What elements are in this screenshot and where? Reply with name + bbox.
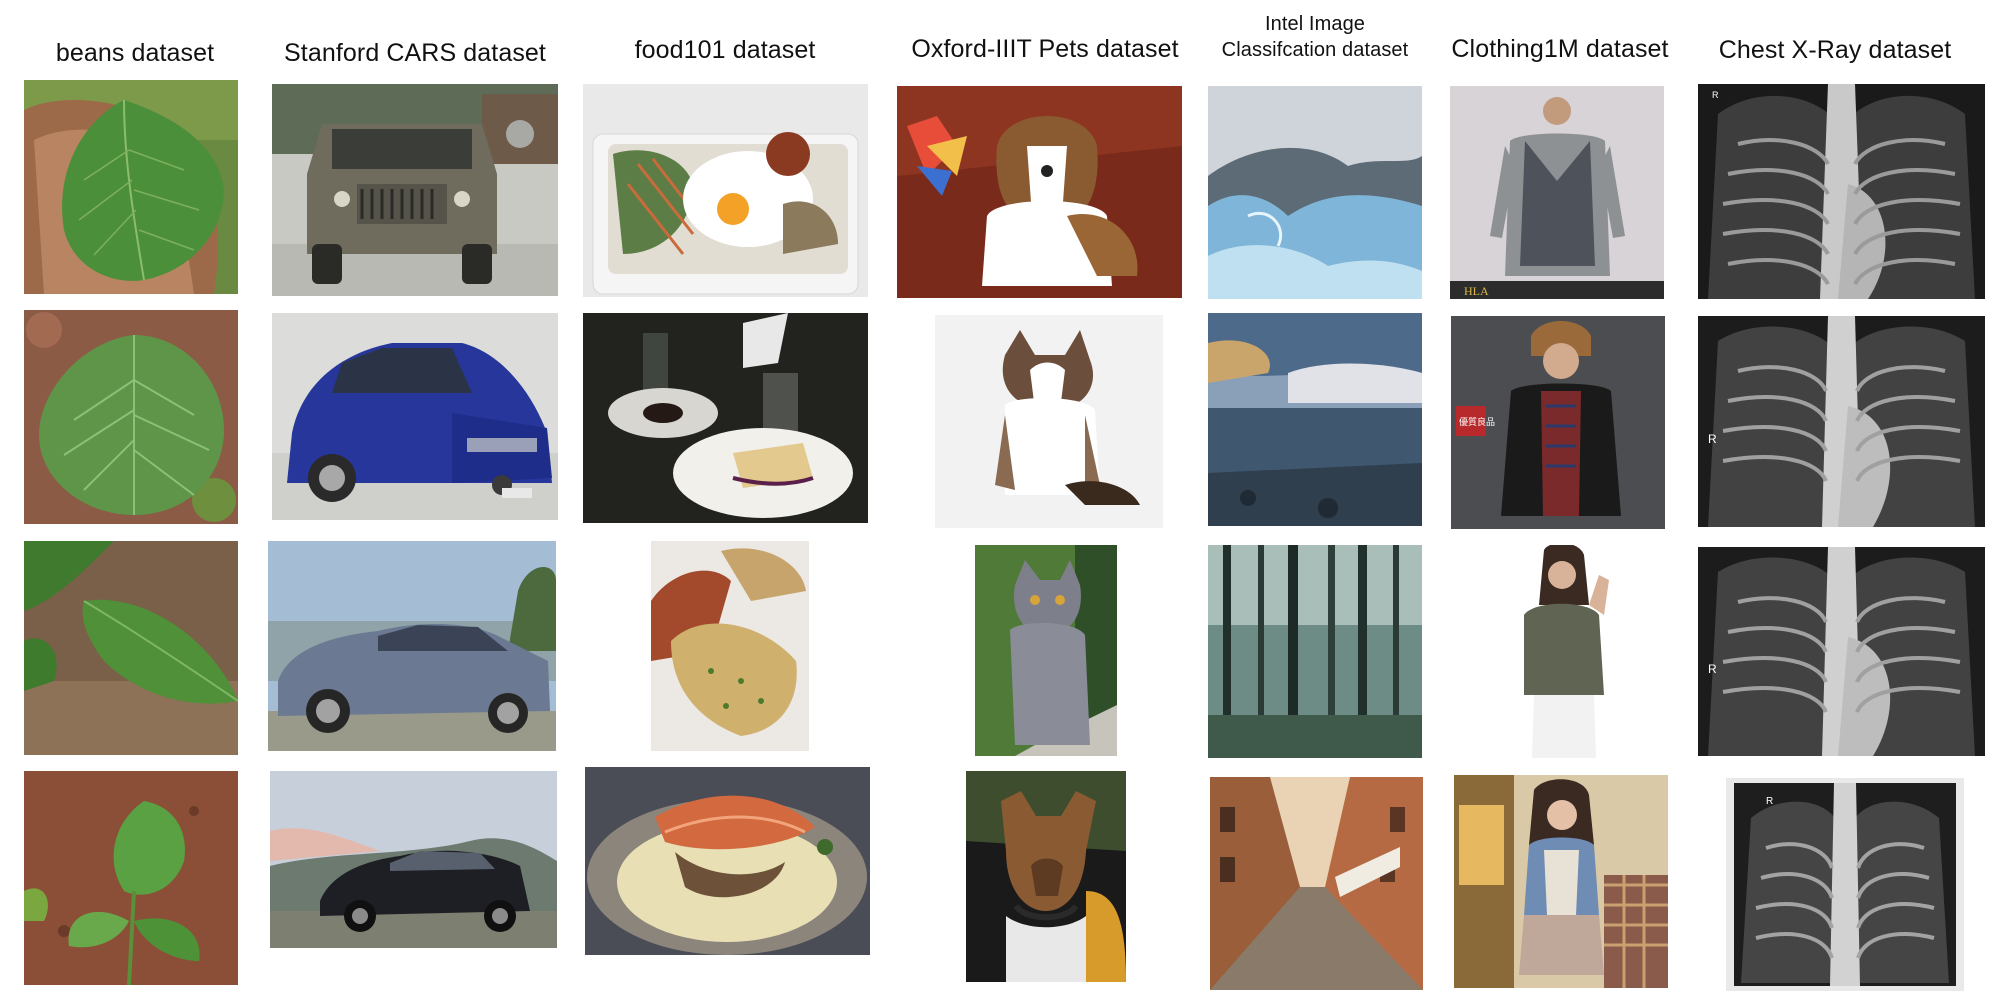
silver-acura-outdoor-image xyxy=(268,541,556,751)
column-title-beans: beans dataset xyxy=(55,39,215,67)
xray-side-marker: R xyxy=(1708,662,1717,676)
woman-denim-vest-image xyxy=(1454,775,1668,988)
cheesecake-restaurant-table-image xyxy=(583,313,868,523)
takeout-egg-rice-bowl-image xyxy=(583,84,868,297)
chest-xray-image-2: R xyxy=(1698,316,1985,527)
glacier-ice-image xyxy=(1208,86,1422,299)
column-title-clothing1m: Clothing1M dataset xyxy=(1451,35,1669,63)
city-street-buildings-image xyxy=(1210,777,1423,990)
man-leather-jacket-image: 優質良品 xyxy=(1451,316,1665,529)
column-title-intel-line1: Intel Image xyxy=(1264,13,1366,35)
foggy-forest-image xyxy=(1208,545,1422,758)
saint-bernard-puppy-image xyxy=(897,86,1182,298)
column-title-chest-xray: Chest X-Ray dataset xyxy=(1718,36,1952,64)
xray-side-marker: R xyxy=(1766,796,1773,807)
chest-xray-image-3: R xyxy=(1698,547,1985,756)
chest-xray-image-4: R xyxy=(1726,778,1964,991)
beans-leaf-soil-image xyxy=(24,310,238,524)
xray-side-marker: R xyxy=(1712,90,1719,100)
man-vest-sweater-image: HLA xyxy=(1450,86,1664,299)
pitbull-dog-in-car-image xyxy=(966,771,1126,982)
ragdoll-cat-image xyxy=(935,315,1163,528)
clothing-brand-logo: HLA xyxy=(1464,284,1489,298)
beans-leaf-in-hand-image xyxy=(24,80,238,294)
clothing-red-stamp: 優質良品 xyxy=(1459,416,1495,428)
column-title-food101: food101 dataset xyxy=(634,36,816,64)
grey-british-shorthair-cat-image xyxy=(975,545,1117,756)
xray-side-marker: R xyxy=(1708,432,1717,446)
column-title-intel-line2: Classifcation dataset xyxy=(1221,39,1409,61)
column-title-oxford-pets: Oxford-IIIT Pets dataset xyxy=(911,35,1179,63)
beans-leaf-plant-image xyxy=(24,541,238,755)
sea-coast-sunset-image xyxy=(1208,313,1422,526)
muddy-hummer-image xyxy=(272,84,558,296)
beans-seedling-image xyxy=(24,771,238,985)
chest-xray-image-1: R xyxy=(1698,84,1985,299)
dark-acura-coast-image xyxy=(270,771,557,948)
blue-acura-sedan-image xyxy=(272,313,558,520)
column-title-stanford-cars: Stanford CARS dataset xyxy=(284,39,546,67)
garlic-bread-plate-image xyxy=(651,541,809,751)
woman-green-tshirt-image xyxy=(1494,545,1631,758)
salmon-cream-sauce-image xyxy=(585,767,870,955)
